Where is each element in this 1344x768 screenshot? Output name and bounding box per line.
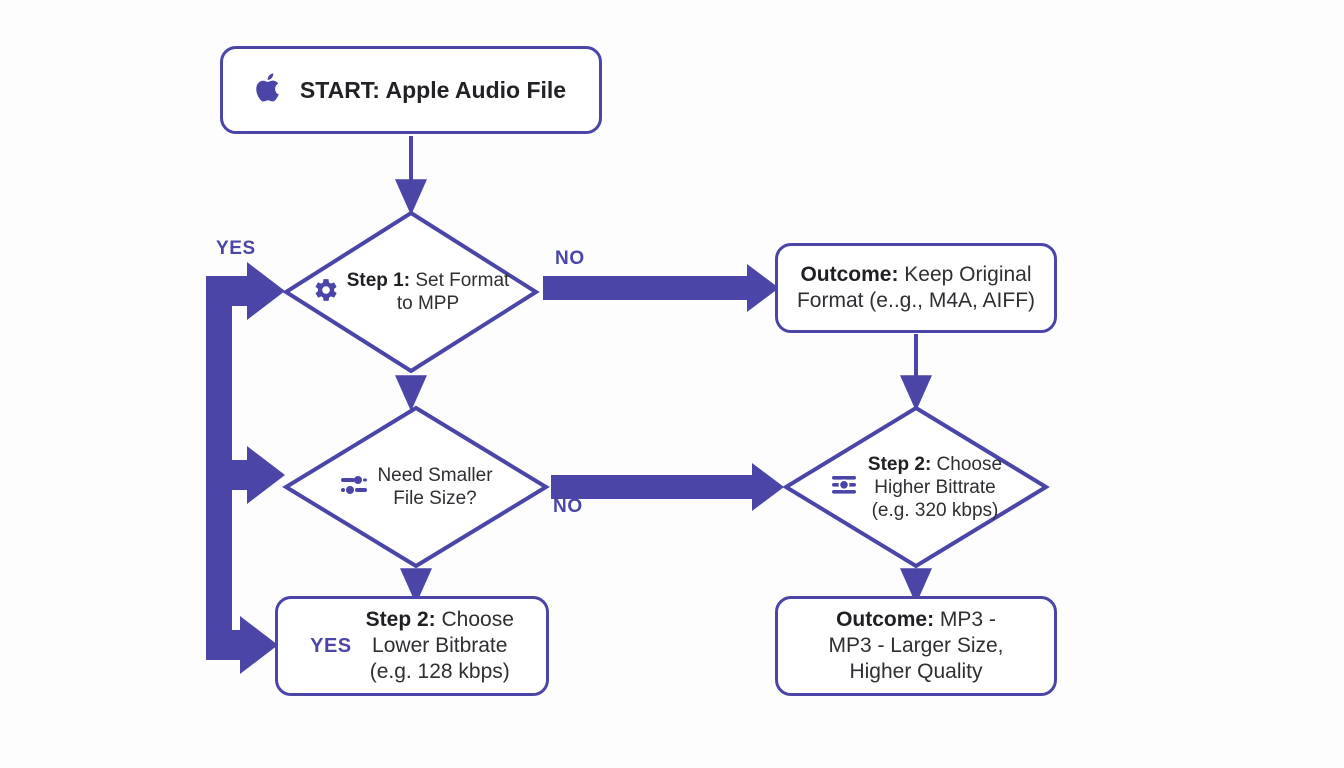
label-line2: File Size? [393, 488, 477, 509]
node-decision-higher-bitrate-label: Step 2: Choose Higher Bittrate (e.g. 320… [868, 453, 1002, 522]
equalizer-icon [830, 472, 860, 503]
node-outcome-keep-original-label: Outcome: Keep Original Format (e..g., M4… [783, 262, 1049, 314]
node-outcome-keep-original[interactable]: Outcome: Keep Original Format (e..g., M4… [775, 243, 1057, 333]
node-start[interactable]: START: Apple Audio File [220, 46, 602, 134]
edge-label-no-format: NO [555, 248, 585, 269]
label-bold: Outcome: [836, 608, 935, 631]
label-rest: Choose [435, 608, 514, 631]
node-decision-set-format[interactable]: Step 1: Set Format to MPP [282, 209, 540, 375]
label-line2: Lower Bitbrate [372, 634, 508, 657]
edge-label-no-size: NO [553, 496, 583, 517]
label-line3: Higher Quality [849, 660, 983, 683]
label-line2: MP3 - Larger Size, [828, 634, 1004, 657]
label-line1: Need Smaller [377, 465, 493, 486]
edge-no-size-to-higher [551, 463, 784, 511]
node-outcome-mp3-label: Outcome: MP3 - MP3 - Larger Size, Higher… [828, 607, 1003, 685]
label-rest: MP3 - [934, 608, 996, 631]
label-bold: Outcome: [800, 263, 899, 286]
sliders-icon [339, 472, 369, 503]
diamond-shape [282, 210, 540, 374]
node-decision-need-smaller-label: Need Smaller File Size? [377, 464, 492, 510]
edge-yes-to-format [206, 262, 285, 320]
node-decision-need-smaller[interactable]: Need Smaller File Size? [282, 404, 550, 570]
label-line2: Higher Bittrate [874, 476, 996, 498]
gear-icon [313, 277, 339, 308]
label-line3: (e.g. 320 kbps) [871, 499, 999, 521]
label-rest: Choose [931, 453, 1003, 475]
node-decision-set-format-label: Step 1: Set Format to MPP [347, 269, 510, 315]
label-bold: Step 2: [365, 608, 436, 631]
node-lower-bitrate[interactable]: YES Step 2: Choose Lower Bitbrate (e.g. … [275, 596, 549, 696]
node-start-label: START: Apple Audio File [299, 77, 567, 103]
label-rest: Set Format [410, 270, 510, 291]
label-line3: (e.g. 128 kbps) [369, 660, 510, 683]
node-decision-higher-bitrate[interactable]: Step 2: Choose Higher Bittrate (e.g. 320… [782, 404, 1050, 570]
node-outcome-mp3[interactable]: Outcome: MP3 - MP3 - Larger Size, Higher… [775, 596, 1057, 696]
label-line2: Format (e..g., M4A, AIFF) [796, 289, 1036, 312]
diamond-shape [782, 405, 1050, 569]
label-bold: Step 2: [867, 453, 932, 475]
diamond-shape [282, 405, 550, 569]
edge-no-format-to-keep [543, 264, 779, 312]
edge-label-yes-top: YES [216, 238, 256, 259]
edge-yes-to-lower [206, 616, 278, 674]
apple-logo-icon [256, 71, 284, 110]
edge-yes-to-size [206, 446, 285, 504]
label-rest: Keep Original [898, 263, 1032, 286]
label-bold: Step 1: [346, 270, 411, 291]
label-line2: to MPP [396, 293, 460, 314]
node-lower-bitrate-label: Step 2: Choose Lower Bitbrate (e.g. 128 … [366, 607, 514, 685]
yes-tag-label: YES [310, 634, 352, 657]
